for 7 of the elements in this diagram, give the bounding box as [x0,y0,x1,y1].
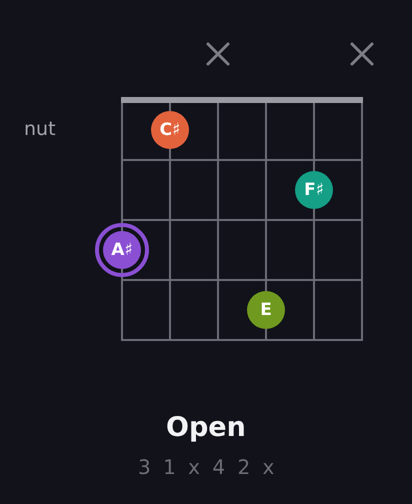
chord-name: Open [166,412,246,443]
note-dot: C♯ [151,111,189,149]
root-note-dot: A♯ [95,223,149,277]
note-dot: E [247,291,285,329]
nut-label: nut [24,118,56,140]
note-dot: F♯ [295,171,333,209]
fingering-text: 3 1 x 4 2 x [137,455,278,479]
